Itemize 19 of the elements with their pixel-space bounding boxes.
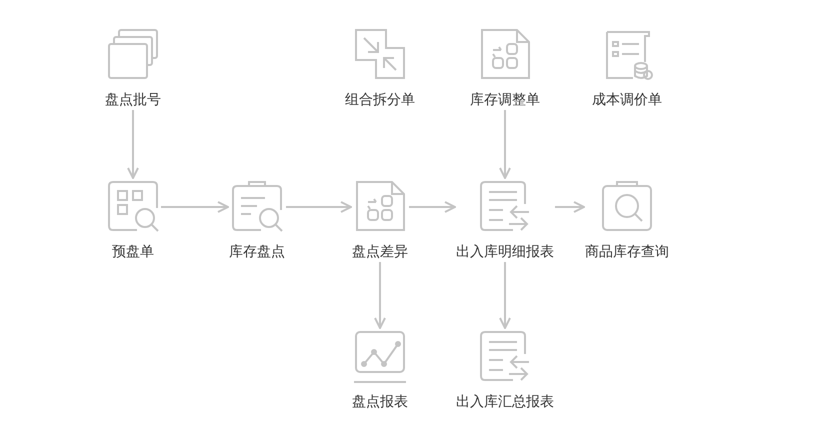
node-label: 盘点报表	[352, 393, 408, 411]
arrow	[555, 201, 585, 213]
arrow	[499, 262, 511, 329]
node-label: 出入库明细报表	[456, 243, 554, 261]
arrow	[127, 110, 139, 179]
arrow	[286, 201, 352, 213]
arrow	[409, 201, 456, 213]
node-label: 库存盘点	[229, 243, 285, 261]
node-label: 预盘单	[112, 243, 154, 261]
arrow	[499, 110, 511, 179]
node-label: 库存调整单	[470, 91, 540, 109]
node-label: 出入库汇总报表	[456, 393, 554, 411]
node-label: 组合拆分单	[345, 91, 415, 109]
node-label: 成本调价单	[592, 91, 662, 109]
node-label: 盘点批号	[105, 91, 161, 109]
arrow	[374, 262, 386, 329]
node-label: 商品库存查询	[585, 243, 669, 261]
arrow	[161, 201, 229, 213]
node-label: 盘点差异	[352, 243, 408, 261]
